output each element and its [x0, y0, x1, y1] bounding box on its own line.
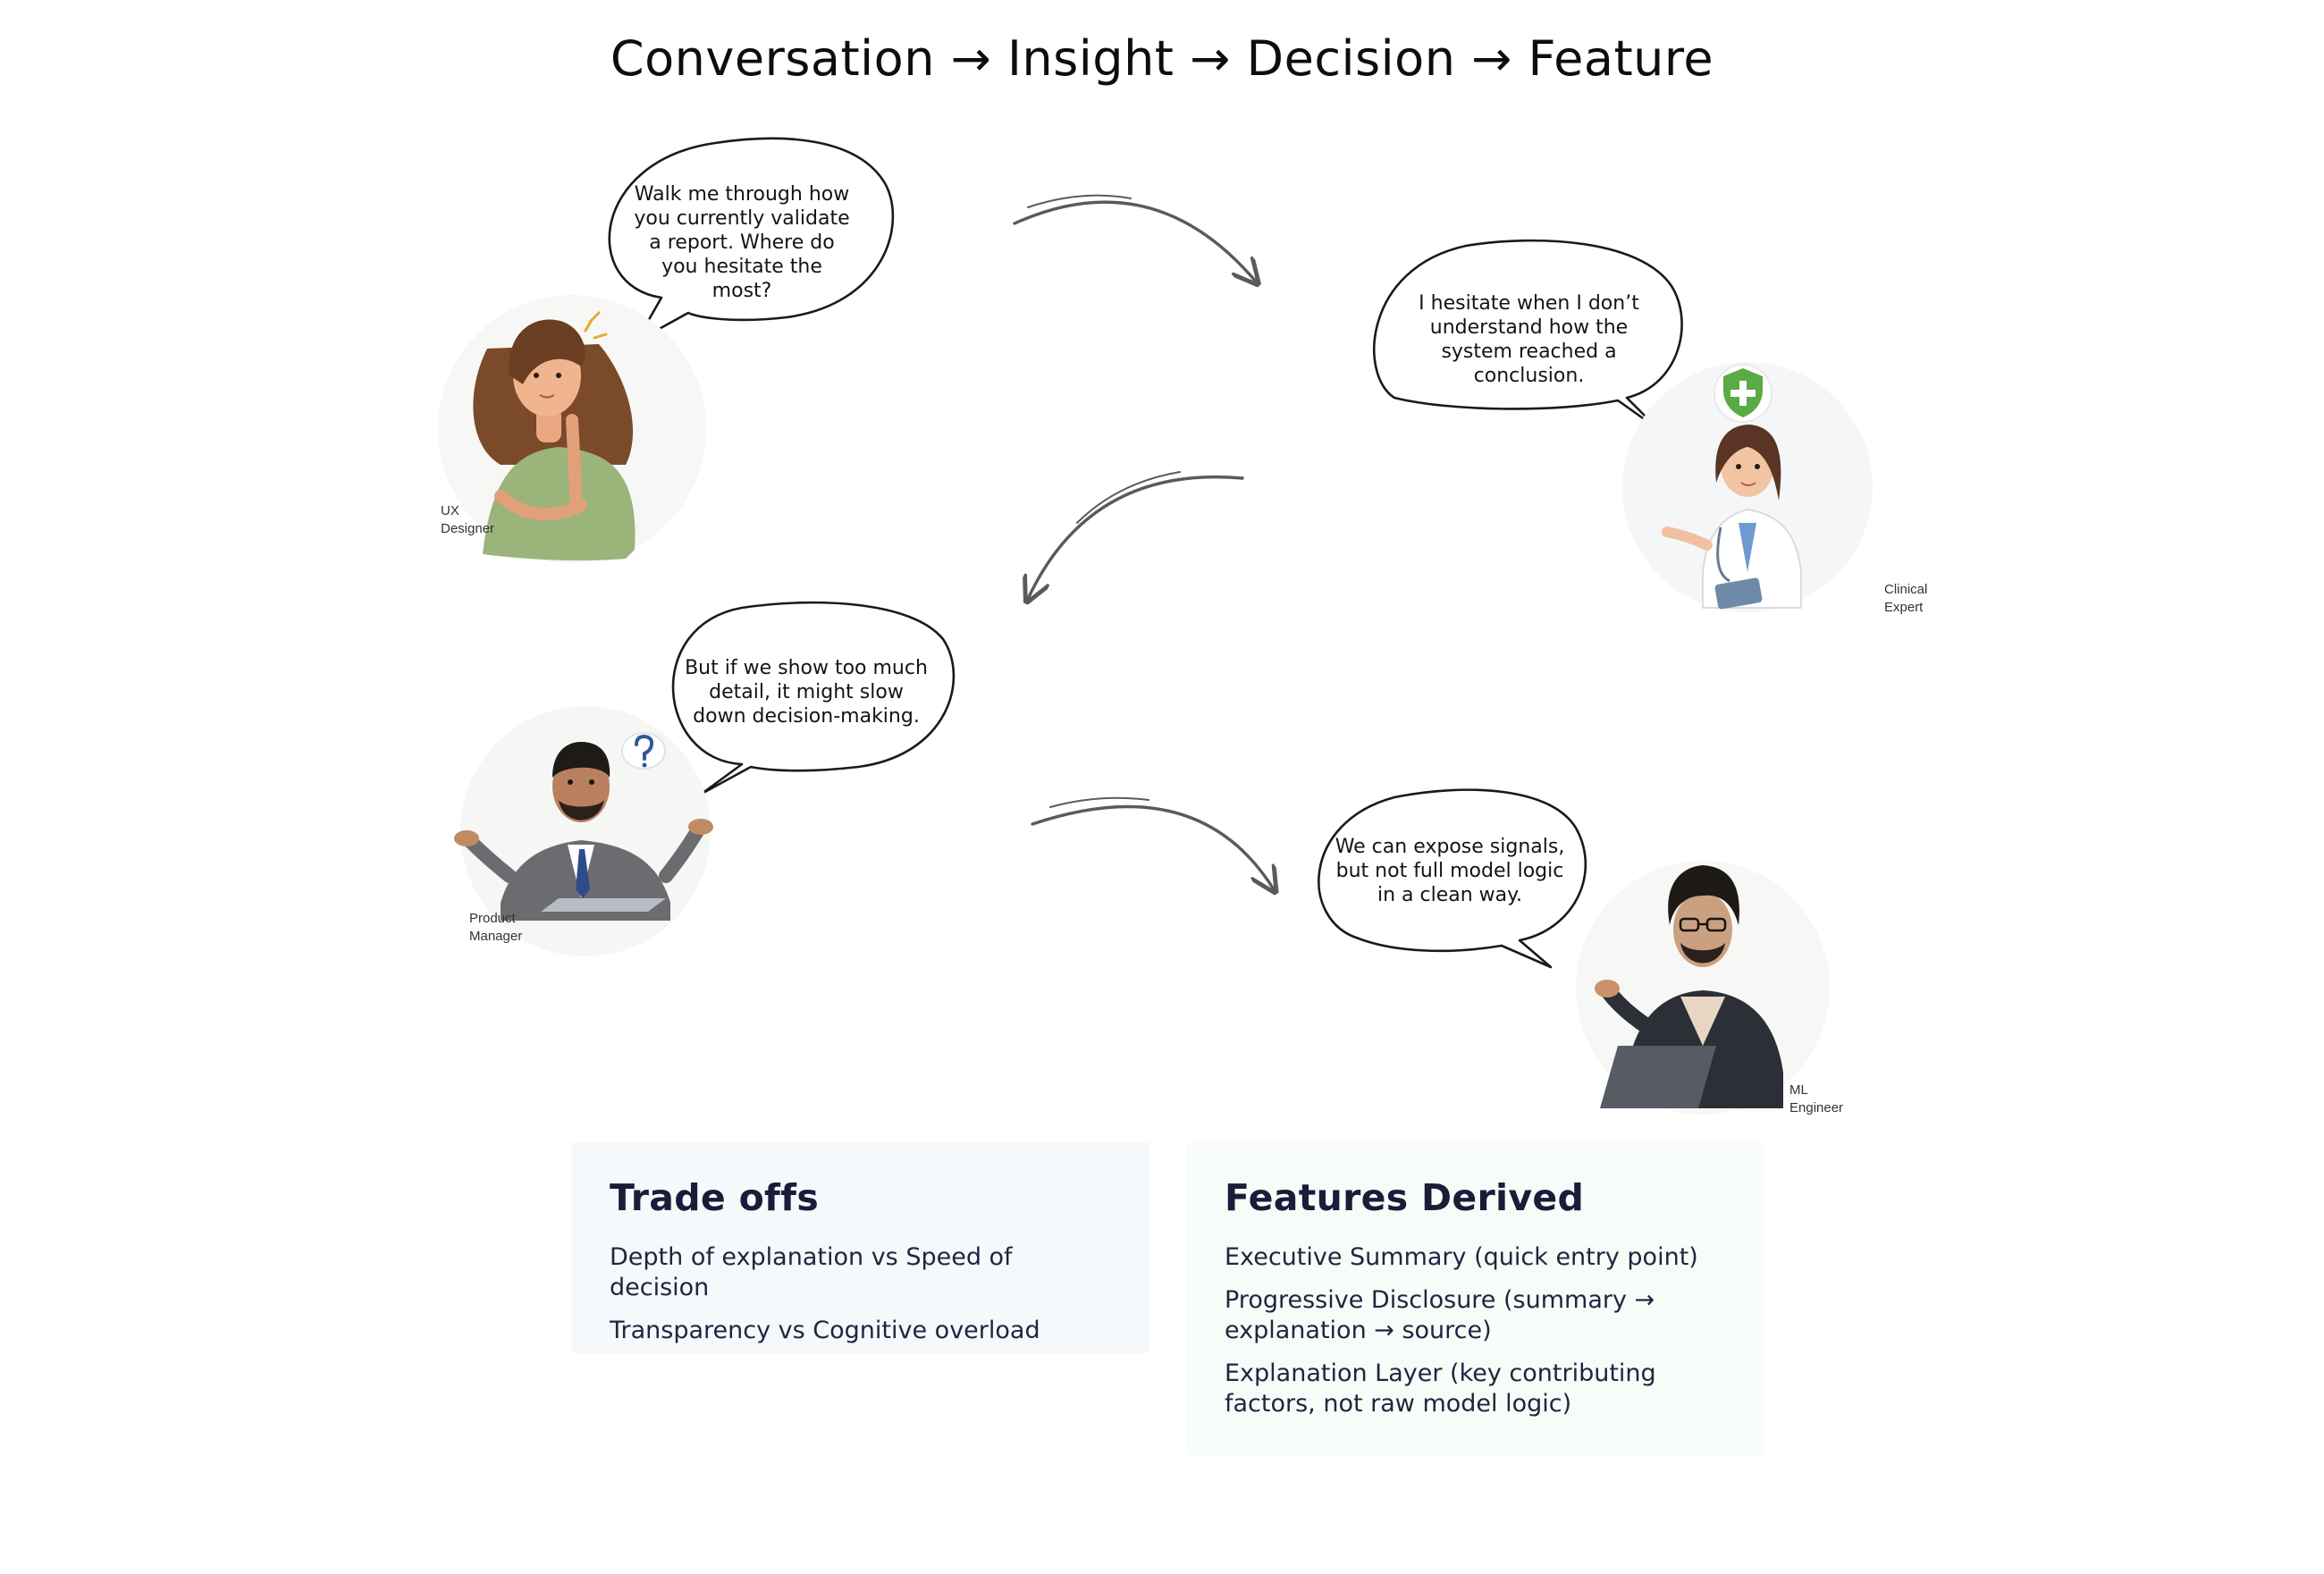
feature-item: Explanation Layer (key contributing fact…	[1225, 1359, 1656, 1418]
tradeoff-item: Transparency vs Cognitive overload	[610, 1317, 1040, 1344]
speech-bubble-product-manager	[671, 601, 956, 795]
clinical-expert-label: Clinical Expert	[1884, 582, 1928, 615]
speech-bubble-ux-designer	[608, 137, 895, 343]
tradeoff-item: Depth of explanation vs Speed of decisio…	[610, 1243, 1013, 1301]
features-heading: Features Derived	[1225, 1176, 1585, 1219]
product-manager-quote: But if we show too much detail, it might…	[685, 657, 928, 728]
feature-item: Progressive Disclosure (summary → explan…	[1225, 1286, 1655, 1344]
ux-designer-quote: Walk me through how you currently valida…	[634, 183, 850, 302]
question-mark-icon	[635, 734, 654, 768]
flow-arrow-2-icon	[1028, 471, 1244, 599]
tradeoffs-panel: Trade offs Depth of explanation vs Speed…	[572, 1142, 1149, 1353]
features-panel: Features Derived Executive Summary (quic…	[1187, 1142, 1764, 1455]
clinical-expert-quote: I hesitate when I don’t understand how t…	[1419, 292, 1639, 387]
tradeoffs-list: Depth of explanation vs Speed of decisio…	[610, 1242, 1112, 1346]
speech-bubble-clinical-expert	[1373, 239, 1683, 431]
tradeoffs-heading: Trade offs	[610, 1176, 820, 1219]
flow-arrow-3-icon	[1031, 796, 1274, 889]
clinical-expert-avatar	[1622, 362, 1873, 612]
shield-plus-icon	[1723, 368, 1763, 417]
ml-engineer-quote: We can expose signals, but not full mode…	[1335, 836, 1565, 906]
speech-bubble-ml-engineer	[1318, 788, 1587, 969]
product-manager-avatar	[454, 706, 713, 956]
ux-designer-label: UX Designer	[441, 503, 495, 536]
flow-arrow-1-icon	[1013, 194, 1256, 282]
ux-designer-avatar	[438, 295, 706, 563]
features-list: Executive Summary (quick entry point) Pr…	[1225, 1242, 1727, 1419]
ml-engineer-avatar	[1576, 861, 1830, 1115]
product-manager-label: Product Manager	[469, 911, 523, 944]
ml-engineer-label: ML Engineer	[1789, 1082, 1844, 1115]
feature-item: Executive Summary (quick entry point)	[1225, 1243, 1698, 1271]
page-title: Conversation → Insight → Decision → Feat…	[610, 30, 1714, 87]
